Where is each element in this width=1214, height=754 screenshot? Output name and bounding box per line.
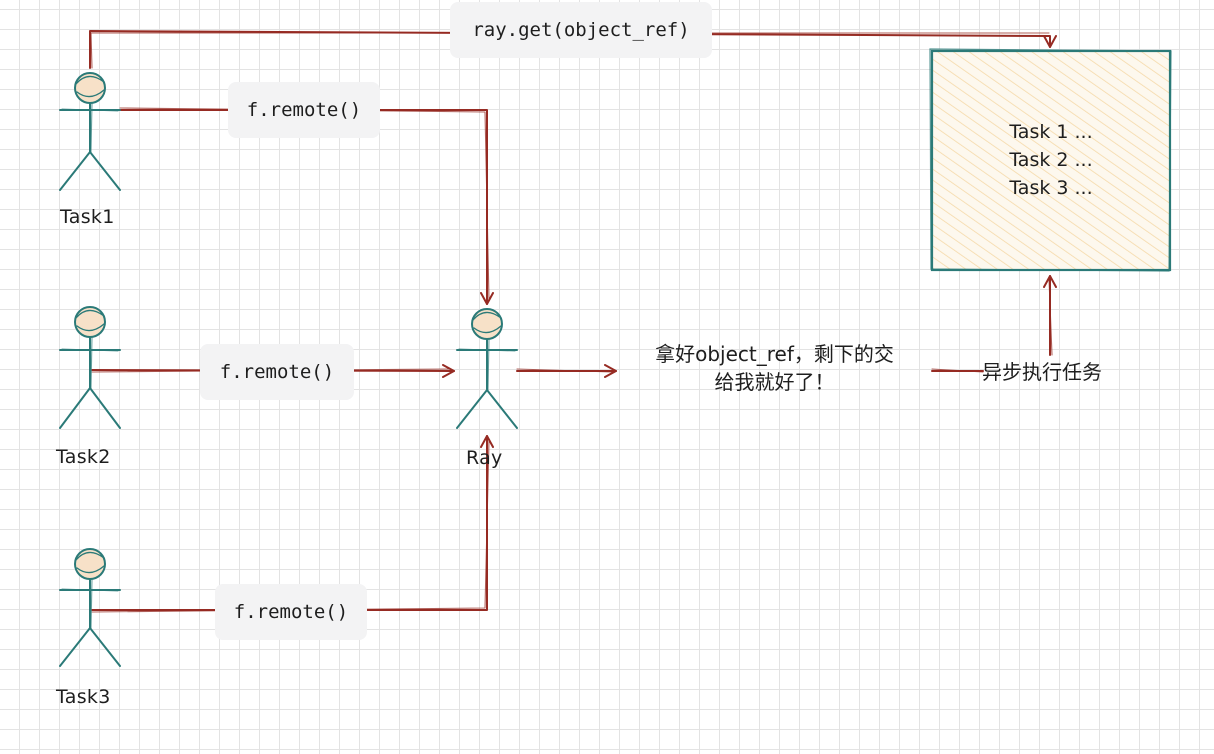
task-queue-list: Task 1 ... Task 2 ... Task 3 ... bbox=[932, 118, 1170, 202]
ray-get-label: ray.get(object_ref) bbox=[450, 2, 712, 58]
task-queue-box bbox=[929, 48, 1172, 272]
task1-figure-icon bbox=[59, 72, 121, 191]
remote-call-label-3: f.remote() bbox=[215, 584, 367, 640]
task3-label: Task3 bbox=[56, 686, 111, 708]
queue-item: Task 3 ... bbox=[1009, 177, 1093, 199]
remote-call-label-1: f.remote() bbox=[228, 82, 380, 138]
object-ref-note: 拿好object_ref，剩下的交 给我就好了！ bbox=[612, 340, 937, 396]
remote-call-label-2: f.remote() bbox=[200, 344, 354, 400]
task2-figure-icon bbox=[59, 306, 121, 429]
note-line-1: 拿好object_ref，剩下的交 bbox=[655, 342, 894, 366]
queue-item: Task 1 ... bbox=[1009, 121, 1093, 143]
task2-label: Task2 bbox=[56, 446, 111, 468]
task3-figure-icon bbox=[59, 548, 121, 667]
queue-item: Task 2 ... bbox=[1009, 149, 1093, 171]
arrow-task1-to-ray bbox=[119, 109, 494, 305]
task1-label: Task1 bbox=[60, 206, 115, 228]
note-line-2: 给我就好了！ bbox=[714, 370, 835, 394]
async-execution-label: 异步执行任务 bbox=[982, 360, 1102, 384]
ray-figure-icon bbox=[456, 308, 518, 429]
ray-label: Ray bbox=[466, 447, 503, 469]
